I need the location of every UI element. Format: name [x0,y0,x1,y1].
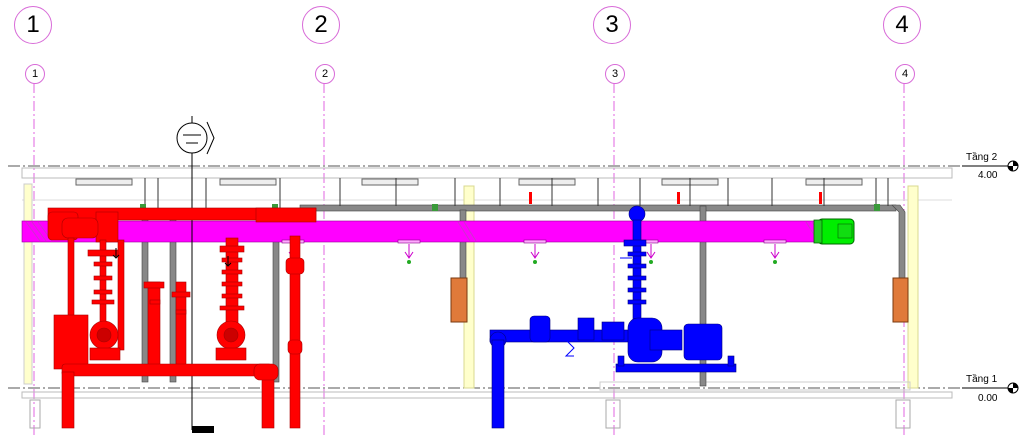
grid-bubble-1[interactable]: 1 [14,6,52,44]
light-fixture[interactable] [219,178,277,186]
level-marker-1[interactable] [962,382,1019,394]
grid-bubble-2[interactable]: 2 [302,6,340,44]
wall-left [23,183,33,385]
light-fixture[interactable] [361,178,419,186]
wall-right [907,185,919,389]
light-fixture[interactable] [75,178,133,186]
light-fixture[interactable] [518,178,576,186]
grid-label-2: 2 [314,11,328,38]
grid-bubble-small-3[interactable]: 3 [605,64,625,84]
exhaust-fan[interactable] [813,218,855,245]
grid-label-small-2: 2 [321,68,329,80]
grid-label-small-1: 1 [31,68,39,80]
grid-label-3: 3 [605,11,619,38]
grid-label-1: 1 [26,11,40,38]
grid-bubble-4[interactable]: 4 [883,6,921,44]
electrical-panel[interactable] [892,277,909,323]
fire-pump-system[interactable] [47,207,317,429]
domestic-valve-detail [564,257,632,357]
grid-bubble-small-2[interactable]: 2 [315,64,335,84]
level-lines [8,165,1005,389]
light-fixtures [75,178,863,186]
electrical-panels[interactable] [450,277,909,323]
section-head-symbol[interactable] [176,116,215,433]
level-marker-2[interactable] [962,160,1019,172]
grid-bubble-small-4[interactable]: 4 [895,64,915,84]
light-fixture[interactable] [805,178,863,186]
level-elevation-2: 4.00 [978,170,998,181]
building-structure [21,167,953,429]
grid-label-small-4: 4 [901,68,909,80]
level-elevation-1: 0.00 [978,393,998,404]
grid-label-small-3: 3 [611,68,619,80]
level-name-2: Tầng 2 [966,152,998,163]
electrical-panel[interactable] [450,277,468,323]
level-name-1: Tầng 1 [966,374,998,385]
flow-arrows [112,248,232,267]
grid-bubble-small-1[interactable]: 1 [25,64,45,84]
grid-bubble-3[interactable]: 3 [593,6,631,44]
domestic-pump-system[interactable] [489,205,737,429]
grid-label-4: 4 [895,11,909,38]
